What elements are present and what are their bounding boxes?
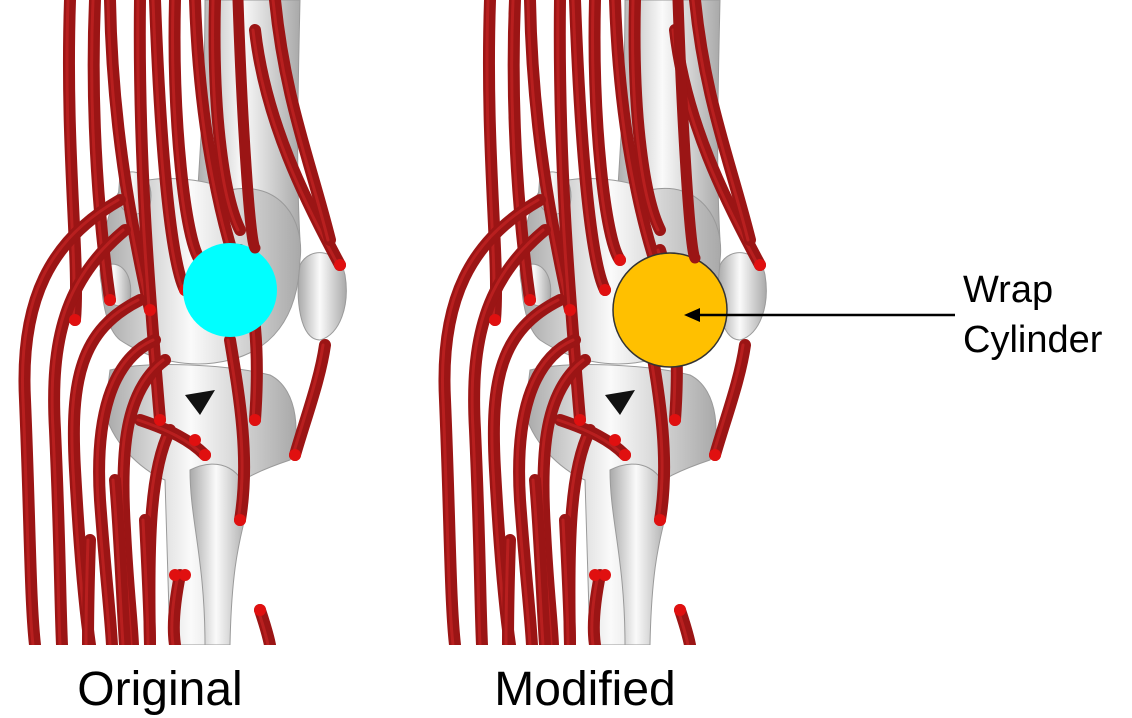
muscle-endpoint [69, 314, 81, 326]
muscle-endpoint [249, 414, 261, 426]
muscle-endpoint [599, 284, 611, 296]
muscle-endpoint [289, 449, 301, 461]
knee-model-original [0, 0, 360, 645]
caption-modified: Modified [440, 662, 730, 718]
muscle-endpoint [599, 569, 611, 581]
wrap-cylinder [183, 243, 277, 337]
muscle-endpoint [754, 259, 766, 271]
muscle-endpoint [199, 449, 211, 461]
callout-arrow [680, 295, 960, 335]
muscle-endpoint [189, 434, 201, 446]
muscle-endpoint [334, 259, 346, 271]
muscle-endpoint [574, 414, 586, 426]
muscle-endpoint [609, 434, 621, 446]
wrap-cylinder-label: Wrap Cylinder [963, 265, 1102, 365]
muscle-endpoint [669, 414, 681, 426]
muscle-endpoint [619, 449, 631, 461]
muscle-endpoint [709, 449, 721, 461]
wrap-cylinder-label-line1: Wrap [963, 265, 1102, 315]
muscle-endpoint [154, 414, 166, 426]
muscle-endpoint [234, 514, 246, 526]
muscle-endpoint [524, 294, 536, 306]
knee-illustration [0, 0, 360, 645]
wrap-cylinder-label-line2: Cylinder [963, 315, 1102, 365]
muscle-endpoint [179, 569, 191, 581]
muscle-endpoint [614, 254, 626, 266]
caption-original: Original [30, 662, 290, 718]
muscle-endpoint [144, 304, 156, 316]
muscle-endpoint [654, 514, 666, 526]
muscle-endpoint [104, 294, 116, 306]
muscle-endpoint [254, 604, 266, 616]
muscle-endpoint [489, 314, 501, 326]
muscle-endpoint [564, 304, 576, 316]
muscle-endpoint [674, 604, 686, 616]
